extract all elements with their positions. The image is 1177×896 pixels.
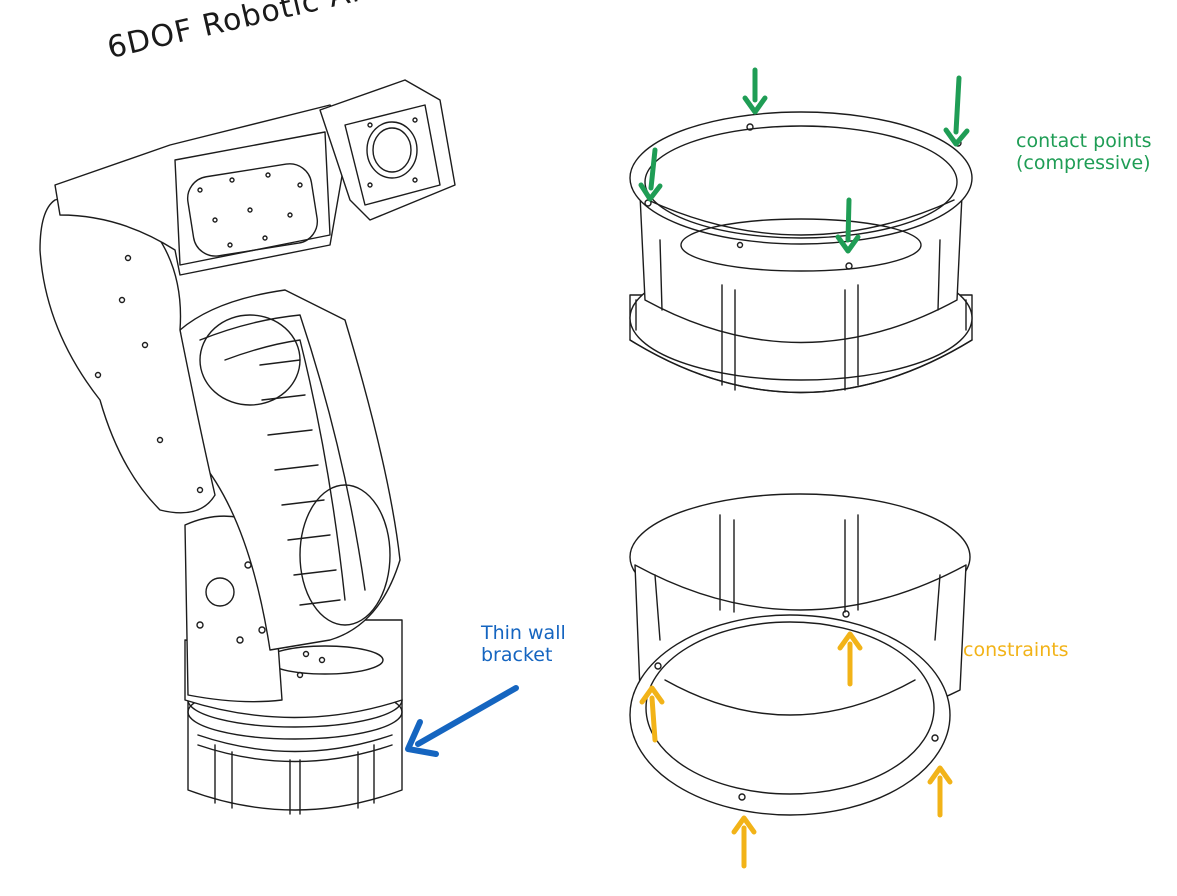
arrow-down-icon (943, 75, 970, 147)
constraints-label: constraints (963, 639, 1069, 661)
robot-upper-arm (54, 104, 351, 276)
arrow-down-icon (742, 67, 768, 115)
bracket-label-line-1: Thin wall (481, 622, 566, 644)
contact-label-line-1: contact points (1016, 130, 1152, 152)
robot-lower-arm (179, 289, 401, 651)
arrow-up-icon (639, 685, 665, 743)
constraint-arrows (639, 631, 953, 869)
arrow-down-left-icon (405, 685, 519, 757)
contact-points-label: contact points (compressive) (1016, 130, 1152, 175)
robot-wrist (319, 79, 456, 221)
contact-arrows (638, 67, 970, 254)
robot-arm-drawing (39, 79, 456, 815)
ring-bottom-view (629, 493, 971, 816)
arrow-up-icon (731, 815, 757, 869)
ring-top-view (629, 111, 973, 394)
arrow-down-icon (638, 147, 663, 202)
arrow-down-icon (835, 197, 861, 254)
bracket-label-line-2: bracket (481, 643, 553, 666)
bracket-label: Thin wall bracket (481, 622, 566, 667)
contact-label-line-2: (compressive) (1016, 151, 1151, 174)
arrow-up-icon (927, 765, 953, 818)
arrow-up-icon (837, 631, 863, 687)
